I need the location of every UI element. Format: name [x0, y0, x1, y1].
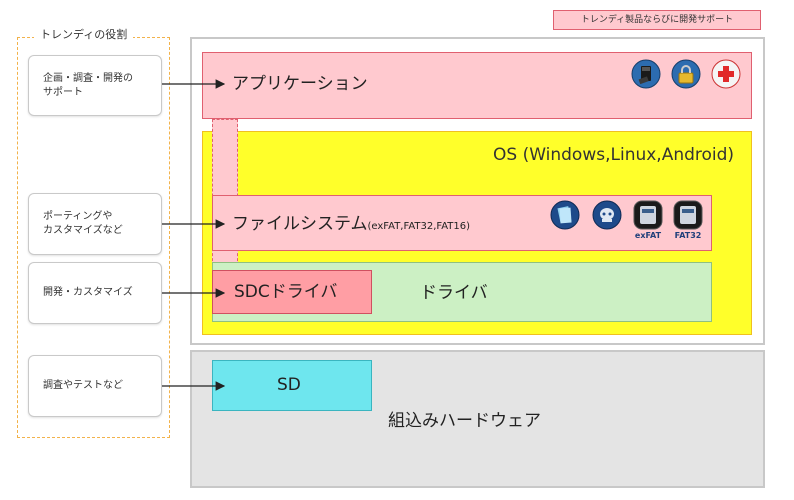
fat32-caption: FAT32 [674, 231, 702, 240]
sd-card-app-icon [631, 59, 661, 89]
fat32-fs-icon [673, 200, 703, 230]
lock-app-icon [671, 59, 701, 89]
filesystem-formats: (exFAT,FAT32,FAT16) [367, 221, 471, 232]
role-research-testing: 調査やテストなど [28, 355, 162, 417]
medical-cross-app-icon [711, 59, 741, 89]
legend-trendy-support: トレンディ製品ならびに開発サポート [553, 10, 761, 30]
sd-layer [212, 360, 372, 411]
recovery-fs-icon [592, 200, 622, 230]
document-fs-icon [550, 200, 580, 230]
application-layer [202, 52, 752, 119]
sdc-driver-label: SDCドライバ [234, 282, 338, 302]
exfat-caption: exFAT [634, 231, 662, 240]
sdc-driver-layer [212, 270, 372, 314]
application-label: アプリケーション [232, 74, 368, 94]
roles-panel-title: トレンディの役割 [34, 27, 134, 43]
exfat-fs-icon [633, 200, 663, 230]
role-line: サポート [43, 86, 83, 98]
os-label: OS (Windows,Linux,Android) [493, 145, 735, 165]
role-line: 開発・カスタマイズ [43, 287, 133, 298]
role-line: 企画・調査・開発の [43, 72, 133, 84]
filesystem-label: ファイルシステム(exFAT,FAT32,FAT16) [232, 213, 470, 238]
driver-label: ドライバ [420, 283, 488, 303]
filesystem-name: ファイルシステム [232, 214, 368, 234]
role-line: ポーティングや [43, 211, 113, 222]
role-planning-support: 企画・調査・開発の サポート [28, 55, 162, 116]
role-porting-customize: ポーティングや カスタマイズなど [28, 193, 162, 255]
filesystem-layer [212, 195, 712, 251]
role-development-customize: 開発・カスタマイズ [28, 262, 162, 324]
sd-label: SD [277, 375, 301, 395]
hardware-label: 組込みハードウェア [388, 411, 541, 431]
role-line: 調査やテストなど [43, 380, 123, 391]
role-line: カスタマイズなど [43, 225, 123, 236]
